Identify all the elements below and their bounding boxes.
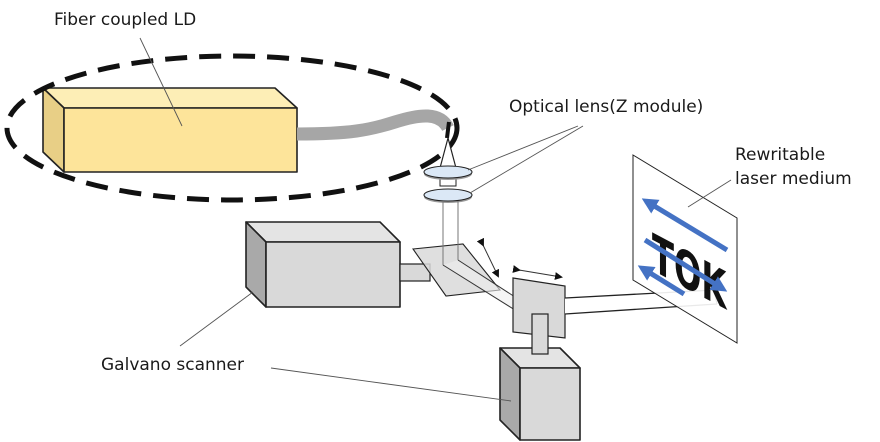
scan-arrow-1 [641,198,729,253]
leader-optical-lens-2 [469,125,584,194]
mirror-x-swing-arrow [476,237,499,278]
rewritable-laser-medium: TOK [632,154,738,344]
galvano-scanner-x [245,221,431,308]
scan-arrow-2 [643,237,728,292]
scan-arrow-3 [637,265,686,297]
ld-box-front [63,107,298,173]
galvano-y-front [519,367,581,441]
fiber-connector [445,121,451,139]
ld-box-top [42,87,298,109]
lens-2 [423,188,473,202]
ld-highlight-ellipse [4,53,460,203]
galvano-scanner-y [499,313,581,441]
galvano-y-shaft [531,313,549,355]
label-galvano-scanner: Galvano scanner [101,355,244,375]
lens-1 [423,165,473,179]
label-optical-lens: Optical lens(Z module) [509,97,703,117]
leader-galvano-y [270,367,512,402]
leader-fiber-coupled-ld [139,37,183,127]
laser-beam-path [442,201,516,311]
fiber-coupled-ld [42,87,298,173]
galvano-x-front [265,241,401,308]
label-fiber-coupled-ld: Fiber coupled LD [54,10,196,30]
mirror-y-swing-arrow [512,265,563,280]
galvano-mirror-y [512,277,566,339]
galvano-x-top [245,221,401,243]
label-medium-line1: Rewritable [735,145,825,165]
leader-medium [687,179,732,208]
label-medium-line2: laser medium [735,169,852,189]
leader-optical-lens-1 [467,125,579,171]
optical-lens-module [423,135,473,203]
leader-galvano-x [179,291,254,347]
optical-fiber [296,109,454,141]
